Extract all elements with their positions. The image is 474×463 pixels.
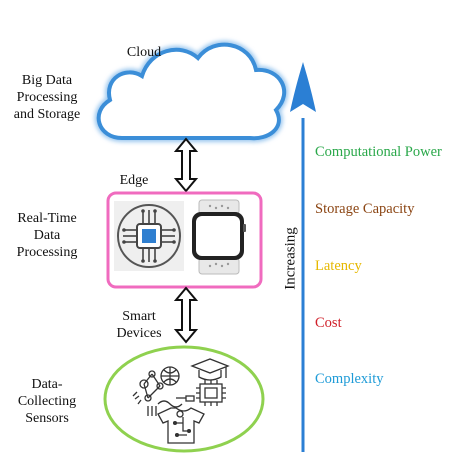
metric-computational-power: Computational Power (315, 144, 442, 160)
increasing-label: Increasing (282, 227, 299, 290)
sensor-icons (132, 358, 230, 444)
chip-icon (114, 201, 184, 271)
globe-head-icon (160, 366, 180, 386)
cloud-caption-line: and Storage (13, 107, 81, 122)
edge-caption-line: Real-Time (17, 211, 77, 226)
devices-caption-line: Data- (31, 377, 63, 392)
devices-title: Smart Devices (104, 308, 174, 342)
edge-devices-double-arrow (173, 286, 199, 344)
cloud-caption-line: Big Data (21, 73, 73, 88)
cloud-caption: Big Data Processing and Storage (0, 72, 94, 123)
sensor-network-icon (132, 370, 164, 405)
cloud-title: Cloud (126, 45, 162, 60)
devices-title-line: Smart (122, 309, 156, 324)
smart-tshirt-icon (157, 407, 205, 444)
edge-caption: Real-Time Data Processing (2, 210, 92, 261)
devices-caption: Data- Collecting Sensors (6, 376, 88, 427)
devices-title-line: Devices (116, 326, 162, 341)
smartwatch-icon (192, 199, 246, 275)
graduation-cap-icon (190, 358, 230, 381)
edge-caption-line: Data (33, 228, 61, 243)
cloud-shape (94, 40, 289, 143)
cloud-edge-double-arrow (173, 137, 199, 193)
metric-latency: Latency (315, 258, 362, 274)
circuit-board-icon (196, 380, 226, 406)
edge-caption-line: Processing (16, 245, 78, 260)
cloud-caption-line: Processing (16, 90, 78, 105)
metric-complexity: Complexity (315, 371, 384, 387)
wire-icon (147, 395, 195, 418)
metric-storage-capacity: Storage Capacity (315, 201, 415, 217)
devices-ellipse (103, 345, 265, 453)
edge-title: Edge (119, 173, 149, 188)
increasing-axis-arrow (290, 62, 316, 452)
devices-caption-line: Sensors (25, 411, 69, 426)
metric-cost: Cost (315, 315, 342, 331)
devices-caption-line: Collecting (17, 394, 77, 409)
